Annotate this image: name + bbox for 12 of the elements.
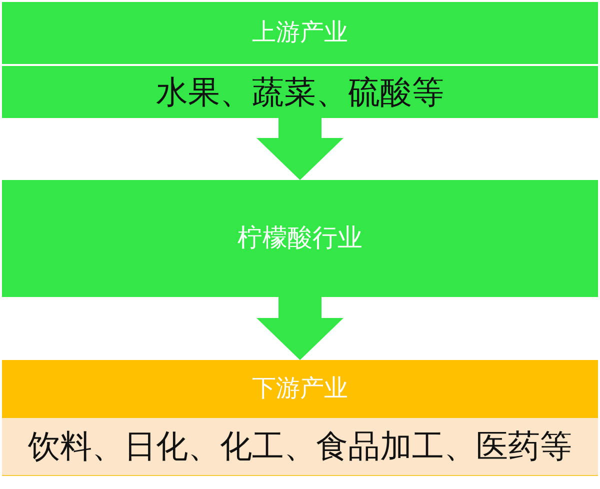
header-band: [2, 360, 598, 418]
process-box: [2, 180, 598, 297]
header-band: [2, 2, 598, 64]
box-title: 柠檬酸行业: [238, 224, 362, 253]
content-band: [2, 418, 598, 476]
arrow: [256, 118, 344, 180]
arrow: [256, 297, 344, 360]
band-text: 水果、蔬菜、硫酸等: [156, 74, 444, 110]
content-band: [2, 66, 598, 118]
band-text: 饮料、日化、化工、食品加工、医药等: [28, 428, 572, 465]
band-title: 上游产业: [252, 19, 348, 47]
band-title: 下游产业: [252, 375, 348, 403]
